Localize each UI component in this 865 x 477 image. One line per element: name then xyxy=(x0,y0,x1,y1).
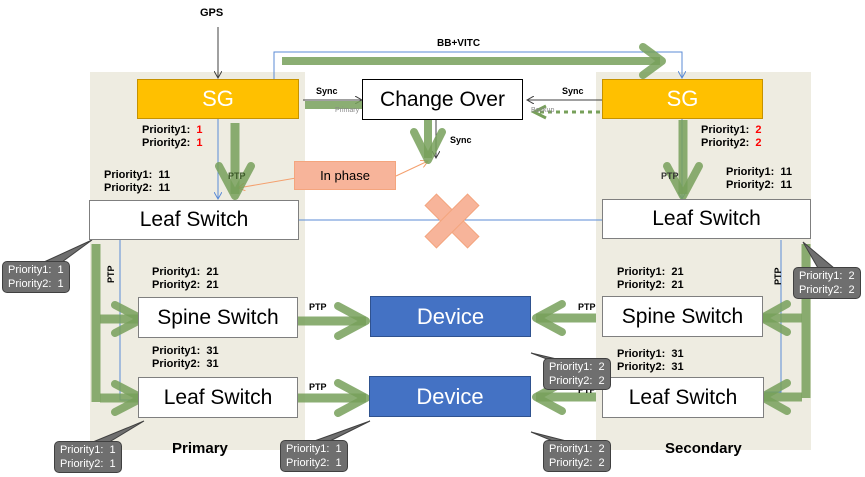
primary-spine-priority: Priority1: 21 Priority2: 21 xyxy=(152,266,219,291)
secondary-leaf-top-priority: Priority1: 11 Priority2: 11 xyxy=(726,166,793,191)
primary-spine-switch[interactable]: Spine Switch xyxy=(138,297,298,338)
primary-leaf-top-priority: Priority1: 11 Priority2: 11 xyxy=(104,169,171,194)
primary-leaf-bottom-priority: Priority1: 31 Priority2: 31 xyxy=(152,345,219,370)
failure-x-icon xyxy=(424,193,480,249)
ptp-label-secondary-leaf: PTP xyxy=(578,385,596,395)
callout-primary-device-bottom: Priority1: 1 Priority2: 1 xyxy=(280,440,348,472)
bb-vitc-label: BB+VITC xyxy=(437,38,481,49)
in-phase-box: In phase xyxy=(294,161,396,190)
callout-primary-leaf-top: Priority1: 1 Priority2: 1 xyxy=(2,261,70,293)
primary-sg-box[interactable]: SG xyxy=(137,79,299,119)
callout-secondary-leaf-top: Priority1: 2 Priority2: 2 xyxy=(793,267,861,299)
change-over-box[interactable]: Change Over xyxy=(362,79,523,120)
device-bottom[interactable]: Device xyxy=(369,376,531,417)
secondary-leaf-switch-bottom[interactable]: Leaf Switch xyxy=(602,377,764,418)
ptp-label-secondary-vertical: PTP xyxy=(773,267,783,285)
primary-leaf-switch-bottom[interactable]: Leaf Switch xyxy=(138,377,298,418)
ptp-label-secondary-top: PTP xyxy=(661,171,679,181)
sync-label-right: Sync xyxy=(562,86,584,96)
device-top[interactable]: Device xyxy=(370,296,531,337)
secondary-spine-priority: Priority1: 21 Priority2: 21 xyxy=(617,266,684,291)
secondary-spine-switch[interactable]: Spine Switch xyxy=(602,296,763,337)
ptp-label-primary-spine: PTP xyxy=(309,302,327,312)
secondary-sg-box[interactable]: SG xyxy=(602,79,763,119)
primary-leaf-switch-top[interactable]: Leaf Switch xyxy=(89,200,299,240)
ptp-label-primary-leaf: PTP xyxy=(309,382,327,392)
ptp-label-primary-top: PTP xyxy=(228,171,246,181)
secondary-sg-priority: Priority1: 2 Priority2: 2 xyxy=(701,124,762,149)
ptp-label-primary-vertical: PTP xyxy=(106,265,116,283)
callout-primary-leaf-bottom: Priority1: 1 Priority2: 1 xyxy=(54,441,122,473)
sync-label-left: Sync xyxy=(316,86,338,96)
backup-small-label: Backup xyxy=(531,107,555,114)
secondary-caption: Secondary xyxy=(665,440,742,457)
gps-label: GPS xyxy=(200,7,224,19)
sync-label-down: Sync xyxy=(450,135,472,145)
bb-vitc-line xyxy=(273,51,682,80)
primary-caption: Primary xyxy=(172,440,228,457)
secondary-leaf-bottom-priority: Priority1: 31 Priority2: 31 xyxy=(617,348,684,373)
secondary-leaf-switch-top[interactable]: Leaf Switch xyxy=(602,199,811,239)
ptp-label-secondary-spine: PTP xyxy=(578,302,596,312)
primary-sg-priority: Priority1: 1 Priority2: 1 xyxy=(142,124,203,149)
primary-small-label: Primary xyxy=(335,107,360,114)
callout-secondary-device-top: Priority1: 2 Priority2: 2 xyxy=(543,358,611,390)
callout-secondary-device-bottom: Priority1: 2 Priority2: 2 xyxy=(543,440,611,472)
